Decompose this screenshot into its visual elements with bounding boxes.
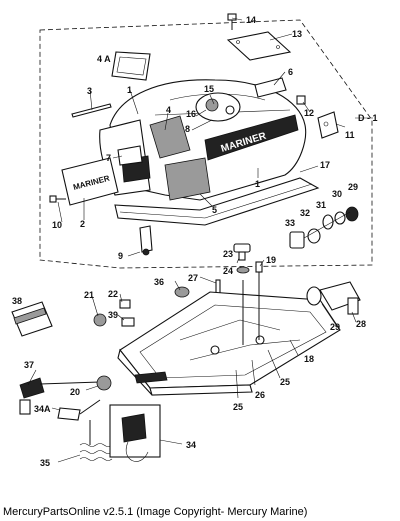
callout-d1: D - 1 — [358, 113, 378, 123]
callout-4: 4 — [166, 105, 171, 115]
callout-14: 14 — [246, 15, 256, 25]
part-17-base-seal[interactable] — [114, 177, 320, 226]
callout-10: 10 — [52, 220, 62, 230]
callout-1-side: 1 — [255, 179, 260, 189]
callout-28: 28 — [356, 319, 366, 329]
callout-13: 13 — [292, 29, 302, 39]
callout-2: 2 — [80, 219, 85, 229]
part-20-button[interactable] — [96, 375, 112, 391]
part-19-pin[interactable] — [255, 261, 263, 273]
callout-26: 26 — [255, 390, 265, 400]
part-29-33-fasteners[interactable] — [289, 206, 359, 249]
callout-9: 9 — [118, 251, 123, 261]
callout-15: 15 — [204, 84, 214, 94]
part-23-24-knob[interactable] — [233, 243, 251, 274]
callout-23: 23 — [223, 249, 233, 259]
callout-3: 3 — [87, 86, 92, 96]
part-4a-decal[interactable] — [111, 51, 151, 81]
callout-17: 17 — [320, 160, 330, 170]
part-21-grommet[interactable] — [93, 313, 107, 327]
callout-12: 12 — [304, 108, 314, 118]
callout-29-top: 29 — [348, 182, 358, 192]
part-37-kill-switch[interactable] — [19, 377, 101, 415]
callout-32: 32 — [300, 208, 310, 218]
callout-6: 6 — [288, 67, 293, 77]
part-27-pin[interactable] — [215, 279, 221, 295]
part-18-lower-cowl[interactable] — [117, 272, 341, 396]
callout-25-left: 25 — [233, 402, 243, 412]
part-9-latch[interactable] — [139, 225, 153, 256]
callout-labels: 14 13 4 A 6 3 1 4 15 16 8 12 11 D - 1 7 … — [12, 15, 378, 468]
part-7-cover[interactable] — [117, 145, 143, 166]
callout-20: 20 — [70, 387, 80, 397]
part-39-clip[interactable] — [121, 317, 135, 327]
leader-lines — [27, 17, 373, 463]
part-22-clip[interactable] — [119, 299, 131, 309]
callout-24: 24 — [223, 266, 233, 276]
callout-29-bottom: 29 — [330, 322, 340, 332]
callout-34: 34 — [186, 440, 196, 450]
callout-7: 7 — [106, 153, 111, 163]
part-3-strip[interactable] — [71, 103, 112, 118]
callout-19: 19 — [266, 255, 276, 265]
callout-1-top: 1 — [127, 85, 132, 95]
part-13-access-plate[interactable] — [226, 31, 292, 61]
copyright-footer: MercuryPartsOnline v2.5.1 (Image Copyrig… — [3, 506, 308, 518]
callout-11: 11 — [345, 130, 355, 140]
callout-39: 39 — [108, 310, 118, 320]
part-1-top-cowl[interactable]: MARINER — [99, 79, 307, 201]
part-10-screw[interactable] — [49, 195, 66, 203]
callout-25-right: 25 — [280, 377, 290, 387]
callout-5: 5 — [212, 205, 217, 215]
callout-21: 21 — [84, 290, 94, 300]
callout-31: 31 — [316, 200, 326, 210]
part-38-bag[interactable] — [11, 301, 53, 337]
callout-37: 37 — [24, 360, 34, 370]
callout-36: 36 — [154, 277, 164, 287]
part-35-lanyard-coil[interactable] — [79, 420, 113, 461]
callout-8: 8 — [185, 124, 190, 134]
part-11-12-bracket[interactable] — [296, 95, 339, 139]
callout-16: 16 — [186, 109, 196, 119]
part-34-switch-box[interactable] — [109, 404, 161, 462]
callout-4a: 4 A — [97, 54, 111, 64]
callout-38: 38 — [12, 296, 22, 306]
callout-22: 22 — [108, 289, 118, 299]
callout-30: 30 — [332, 189, 342, 199]
part-2-front-decal[interactable]: MARINER — [61, 157, 119, 206]
part-14-screw[interactable] — [227, 13, 237, 30]
callout-27: 27 — [188, 273, 198, 283]
assembly-boundary — [39, 19, 373, 269]
callout-18: 18 — [304, 354, 314, 364]
part-34a-lanyard-clip[interactable] — [57, 399, 101, 421]
callout-35: 35 — [40, 458, 50, 468]
callout-34a: 34A — [34, 404, 51, 414]
part-6-bracket[interactable] — [254, 77, 287, 98]
part-36-plug[interactable] — [174, 286, 190, 298]
callout-33: 33 — [285, 218, 295, 228]
